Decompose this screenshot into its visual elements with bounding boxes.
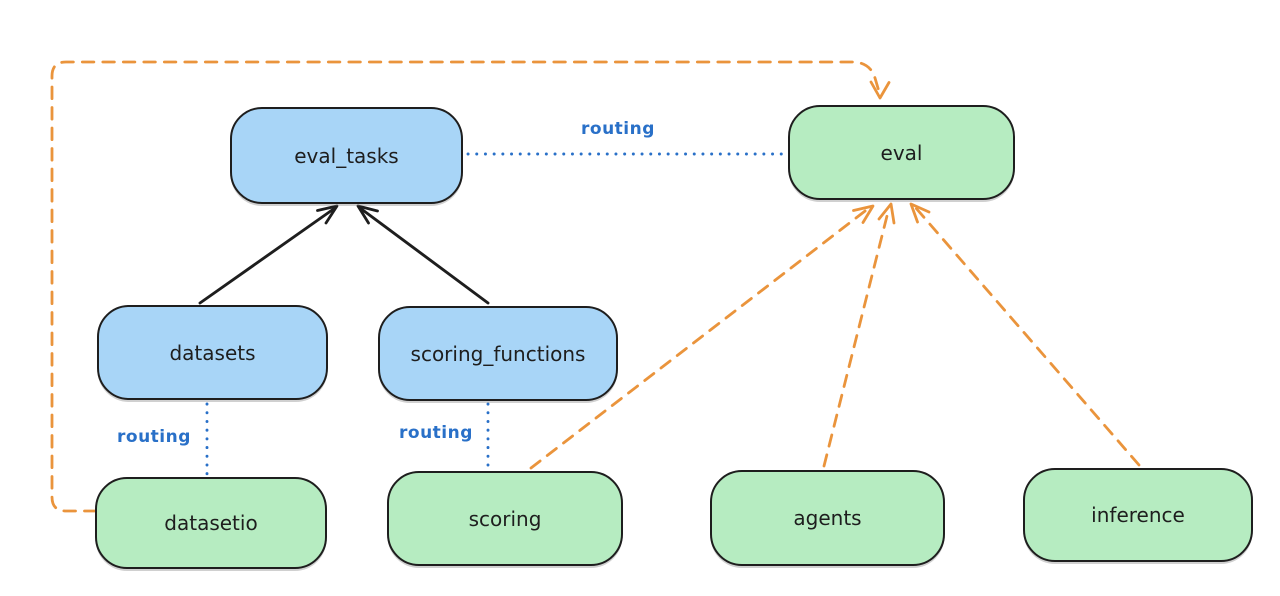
edge-label-routing-scoring-functions-scoring: routing [399,423,473,443]
node-agents-label: agents [793,506,862,530]
node-eval-tasks-label: eval_tasks [294,143,399,168]
edge-label-routing-datasets-datasetio: routing [117,427,191,447]
node-datasetio-label: datasetio [164,511,258,535]
edge-agents-to-eval [822,206,891,468]
edge-datasetio-to-eval [50,60,882,513]
edge-scoring-to-eval [529,206,871,470]
node-scoring[interactable]: scoring [387,471,623,566]
node-inference-label: inference [1091,503,1185,527]
edge-label-routing-eval-tasks-eval: routing [581,119,655,139]
node-eval[interactable]: eval [788,105,1015,200]
edge-inference-to-eval [913,205,1141,467]
arrowhead-datasetio-to-eval [869,80,891,100]
node-datasets[interactable]: datasets [97,305,328,400]
arrowhead-agents-to-eval [877,202,896,225]
node-scoring-functions[interactable]: scoring_functions [378,306,618,401]
arrowhead-inference-to-eval [909,202,931,224]
node-datasetio[interactable]: datasetio [95,477,327,569]
node-eval-tasks[interactable]: eval_tasks [230,107,463,204]
node-inference[interactable]: inference [1023,468,1253,562]
edge-scoring-functions-to-eval-tasks [358,206,490,305]
node-scoring-functions-label: scoring_functions [410,341,586,366]
node-datasets-label: datasets [169,340,256,365]
edge-datasets-to-eval-tasks [198,206,337,305]
arrowhead-scoring-functions-to-eval-tasks [356,204,379,225]
node-agents[interactable]: agents [710,470,945,566]
node-eval-label: eval [880,140,923,165]
arrowhead-datasets-to-eval-tasks [316,204,339,225]
arrowhead-scoring-to-eval [852,204,875,224]
node-scoring-label: scoring [468,506,542,531]
